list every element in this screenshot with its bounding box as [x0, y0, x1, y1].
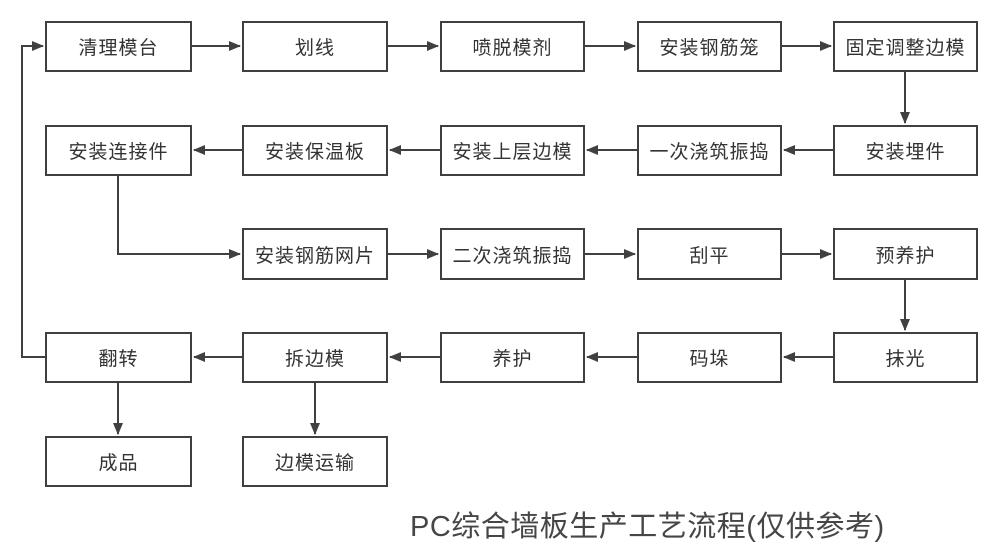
node-first-pour-vibrate: 一次浇筑振捣 [637, 125, 782, 176]
node-fix-adjust-side-molds: 固定调整边模 [833, 21, 978, 72]
node-troweling: 抹光 [833, 332, 978, 383]
node-install-upper-side-molds: 安装上层边模 [440, 125, 585, 176]
node-side-mold-transport: 边模运输 [242, 436, 388, 487]
node-pre-curing: 预养护 [833, 228, 978, 280]
node-second-pour-vibrate: 二次浇筑振捣 [440, 228, 585, 280]
node-finished-product: 成品 [45, 436, 192, 487]
node-clean-mold-table: 清理模台 [45, 21, 192, 72]
node-leveling: 刮平 [637, 228, 782, 280]
node-spray-release-agent: 喷脱模剂 [440, 21, 585, 72]
node-marking: 划线 [242, 21, 388, 72]
flow-arrow [117, 176, 241, 259]
node-flipping: 翻转 [45, 332, 192, 383]
node-remove-side-molds: 拆边模 [242, 332, 388, 383]
node-stacking: 码垛 [637, 332, 782, 383]
node-install-rebar-mesh: 安装钢筋网片 [242, 228, 388, 280]
flow-loop-arrow [21, 41, 45, 358]
node-install-insulation-board: 安装保温板 [242, 125, 388, 176]
node-install-connectors: 安装连接件 [45, 125, 192, 176]
node-install-embedded-parts: 安装埋件 [833, 125, 978, 176]
diagram-title: PC综合墙板生产工艺流程(仅供参考) [410, 511, 885, 543]
node-install-rebar-cage: 安装钢筋笼 [637, 21, 782, 72]
node-curing: 养护 [440, 332, 585, 383]
